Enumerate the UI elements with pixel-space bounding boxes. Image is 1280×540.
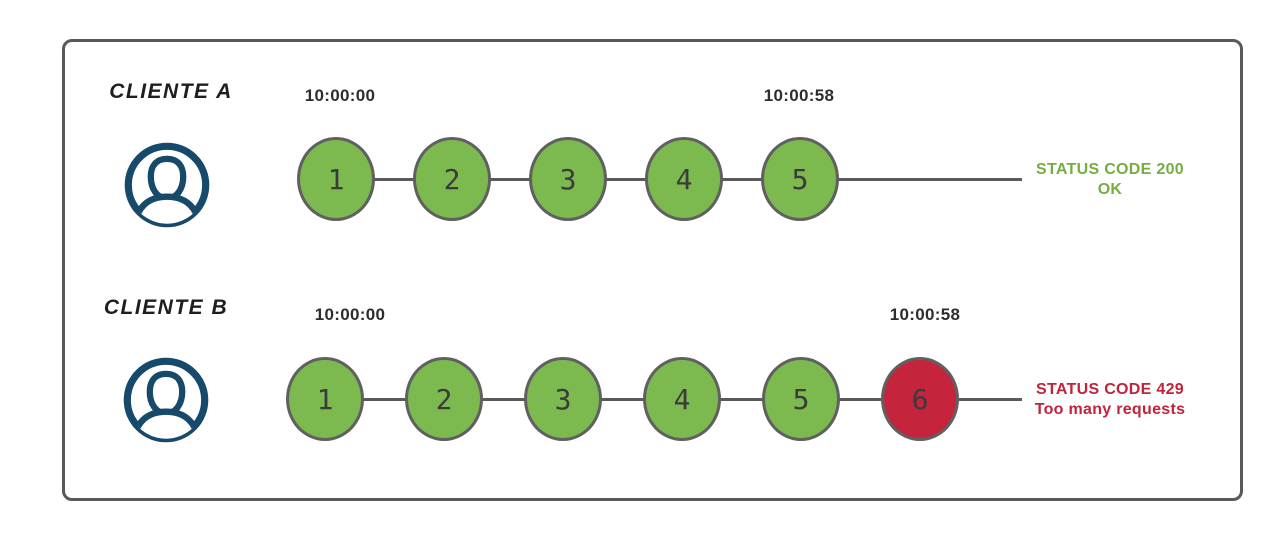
row-a-status: STATUS CODE 200 OK bbox=[995, 160, 1225, 200]
request-node-label: 1 bbox=[316, 382, 334, 416]
status-code-text: STATUS CODE 200 bbox=[1036, 161, 1184, 178]
request-node: 1 bbox=[297, 137, 375, 221]
row-b-start-time: 10:00:00 bbox=[314, 305, 386, 324]
row-a-end-time: 10:00:58 bbox=[763, 86, 835, 105]
status-message-text: Too many requests bbox=[1034, 401, 1186, 418]
request-node: 3 bbox=[529, 137, 607, 221]
request-node: 4 bbox=[645, 137, 723, 221]
user-icon bbox=[124, 142, 210, 228]
request-node: 1 bbox=[286, 357, 364, 441]
request-node: 5 bbox=[761, 137, 839, 221]
request-node-label: 2 bbox=[443, 162, 461, 196]
request-node: 5 bbox=[762, 357, 840, 441]
request-node-label: 1 bbox=[327, 162, 345, 196]
status-code-text: STATUS CODE 429 bbox=[1036, 381, 1184, 398]
row-b-end-time: 10:00:58 bbox=[889, 305, 961, 324]
row-a-start-time: 10:00:00 bbox=[304, 86, 376, 105]
row-b-status: STATUS CODE 429 Too many requests bbox=[995, 380, 1225, 420]
request-node-label: 2 bbox=[435, 382, 453, 416]
request-node-label: 3 bbox=[554, 382, 572, 416]
user-icon bbox=[123, 357, 209, 443]
request-node-label: 4 bbox=[673, 382, 691, 416]
request-node-label: 4 bbox=[675, 162, 693, 196]
status-message-text: OK bbox=[1097, 181, 1123, 198]
request-node-label: 6 bbox=[911, 382, 929, 416]
request-node-label: 3 bbox=[559, 162, 577, 196]
request-node: 3 bbox=[524, 357, 602, 441]
request-node: 4 bbox=[643, 357, 721, 441]
request-node-label: 5 bbox=[791, 162, 809, 196]
request-node-blocked: 6 bbox=[881, 357, 959, 441]
client-b-label: CLIENTE B bbox=[103, 296, 229, 319]
client-a-label: CLIENTE A bbox=[109, 80, 233, 103]
request-node-label: 5 bbox=[792, 382, 810, 416]
diagram-frame bbox=[62, 39, 1243, 501]
request-node: 2 bbox=[405, 357, 483, 441]
request-node: 2 bbox=[413, 137, 491, 221]
